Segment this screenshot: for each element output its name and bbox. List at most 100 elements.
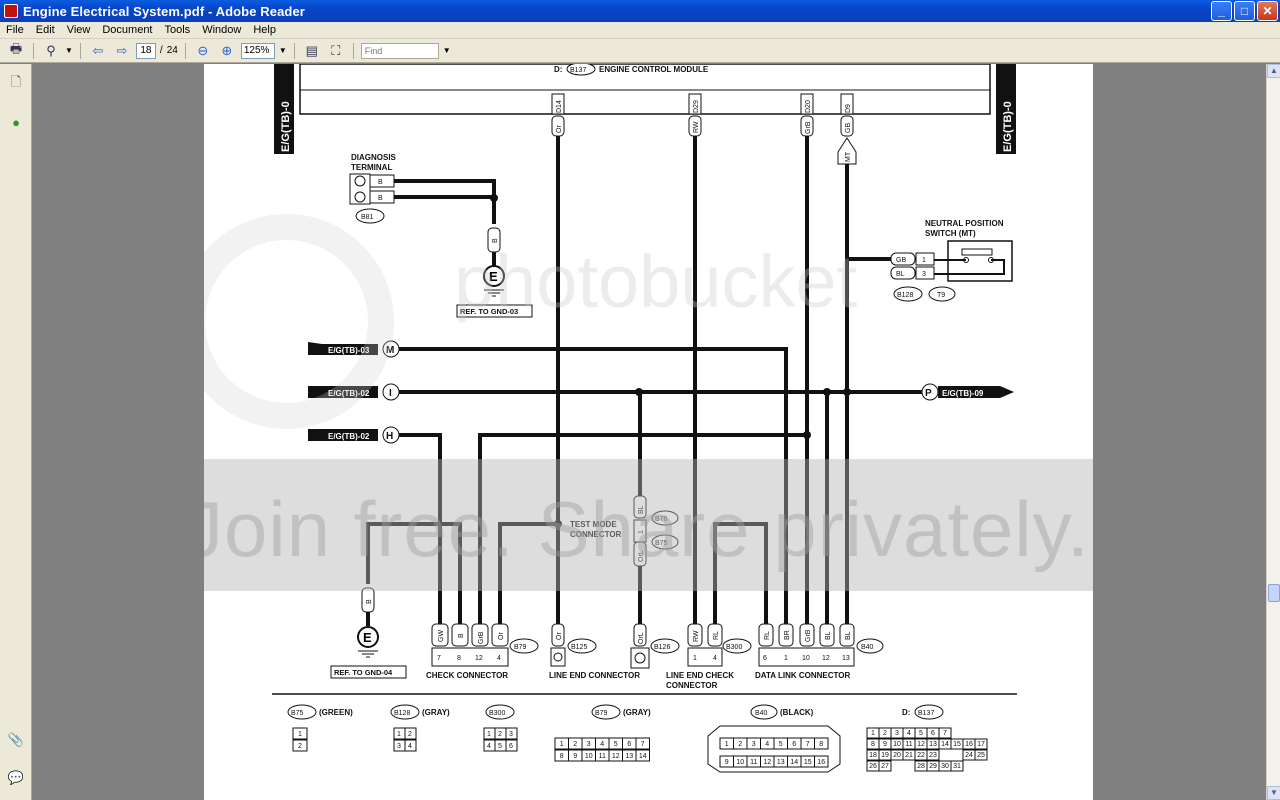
ecm-wire-label-gb: GB [840,115,854,137]
data-link-connector: RL BR GrB BL BL 6 1 10 12 13 B40 DATA LI… [755,623,884,680]
line-end-wire-or-box [551,623,565,647]
next-page-icon[interactable]: ⇨ [116,42,128,58]
b40-label: B40 [861,644,874,651]
splice-h [803,431,811,439]
legend-b137-pin: 23 [929,752,937,759]
legend-b75-oval [287,704,317,720]
ecm-wire-label-or: Or [551,115,565,137]
watermark-logo: photobucket [454,240,858,323]
minimize-button[interactable]: _ [1211,1,1232,21]
legend-b137-pin: 16 [965,741,973,748]
legend-b137-pin: 29 [929,763,937,770]
legend-b137-cell [974,738,988,750]
ecm-prefix: D: [554,65,562,74]
comments-icon[interactable]: 💬 [7,770,25,785]
menu-edit[interactable]: Edit [35,24,55,36]
attachment-icon[interactable]: 📎 [7,732,25,747]
zoom-in-icon[interactable]: ⊕ [221,42,233,58]
gnd-03-wire-text: B [492,238,499,243]
chevron-down-icon[interactable]: ▼ [65,46,73,55]
legend-b300-pin: 2 [498,731,502,738]
b300-oval [722,638,752,654]
lec-pin-4: 4 [713,655,717,662]
ecm-pin-d29: D29 [688,93,702,115]
menu-help[interactable]: Help [253,24,276,36]
svg-text:GB: GB [845,123,852,133]
legend-b128-pin: 3 [397,743,401,750]
legend-b79-pin: 12 [612,753,620,760]
b125-oval [567,638,597,654]
legend-b137-pin: 25 [977,752,985,759]
legend-b137-pin: 26 [869,763,877,770]
legend-b79-color: (GRAY) [623,708,651,717]
legend-b300-id: B300 [489,710,505,717]
fit-width-icon[interactable]: ▤ [305,42,318,58]
line-end-pin [553,652,563,662]
navigation-panel: 🗋 ● 📎 💬 [0,64,32,800]
wire-or-check [498,522,558,624]
menu-view[interactable]: View [66,24,91,36]
check-connector-label: CHECK CONNECTOR [426,671,508,680]
nps-pin-3-box [915,266,935,280]
menu-file[interactable]: File [6,24,24,36]
bus-m-tag-letter: M [386,345,394,356]
b75-oval [651,534,679,550]
legend-b79-pin: 8 [560,753,564,760]
ecm-label: ENGINE CONTROL MODULE [599,65,709,74]
dl-pin-13: 13 [842,655,850,662]
legend-b75-pin-1: 1 [298,731,302,738]
legend-b300-pin: 5 [498,743,502,750]
bus-p-label: E/G(TB)-09 [942,389,984,398]
scroll-down-icon[interactable]: ▼ [1267,786,1280,800]
watermark-banner: Join free. Share privately. [204,485,1090,573]
zoom-input[interactable] [240,42,275,59]
right-side-tab-label: E/G(TB)-0 [1002,101,1014,152]
print-icon[interactable]: 🖶 [9,40,23,56]
diagnosis-pin-2 [354,191,366,203]
search-people-icon[interactable]: ⚲ [46,42,56,58]
check-pin-12: 12 [475,655,483,662]
svg-text:D20: D20 [805,100,812,113]
previous-page-icon[interactable]: ⇦ [92,42,104,58]
menu-tools[interactable]: Tools [164,24,191,36]
bus-h-tag-letter: H [386,431,393,442]
zoom-out-icon[interactable]: ⊖ [197,42,209,58]
legend-b40-id: B40 [755,710,768,717]
find-dropdown-icon[interactable]: ▼ [442,46,451,55]
diagnosis-pin-1 [354,175,366,187]
pages-icon[interactable]: 🗋 [10,74,22,89]
close-button[interactable]: ✕ [1257,1,1278,21]
splice-test-mode [554,520,562,528]
b125-label: B125 [571,644,587,651]
menu-window[interactable]: Window [202,24,242,36]
line-end-connector-label: LINE END CONNECTOR [549,671,640,680]
fit-page-icon[interactable]: ⛶ [331,42,341,58]
vertical-scrollbar[interactable]: ▲ ▼ [1266,64,1280,800]
zoom-dropdown-icon[interactable]: ▼ [278,46,287,55]
document-page: .w { stroke:#111; stroke-width:4; fill:n… [204,64,1093,800]
page-number-input[interactable] [135,42,156,59]
test-wire-bl: BL [638,505,645,514]
adobe-reader-icon [4,4,18,18]
lec-wire-rw: RW [693,630,700,642]
maximize-button[interactable]: □ [1234,1,1255,21]
ref-gnd-03-box [456,304,533,318]
legend-b79-oval [591,704,621,720]
help-icon[interactable]: ● [12,114,20,130]
legend-b75-pin-2: 2 [298,743,302,750]
legend-b79-pin: 14 [639,753,647,760]
b75-label: B75 [655,540,668,547]
legend-b137-cell [950,760,964,772]
find-input[interactable] [360,42,439,59]
ecm-box [299,64,991,115]
diagnosis-wire-text-1: B [378,179,383,186]
scroll-thumb[interactable] [1268,584,1280,602]
legend-b128-cell [404,739,417,752]
scroll-up-icon[interactable]: ▲ [1267,64,1280,78]
ecm-connector-oval [566,64,596,76]
splice-i-3 [843,388,851,396]
check-wire-grb-box [471,623,489,647]
menu-document[interactable]: Document [102,24,153,36]
